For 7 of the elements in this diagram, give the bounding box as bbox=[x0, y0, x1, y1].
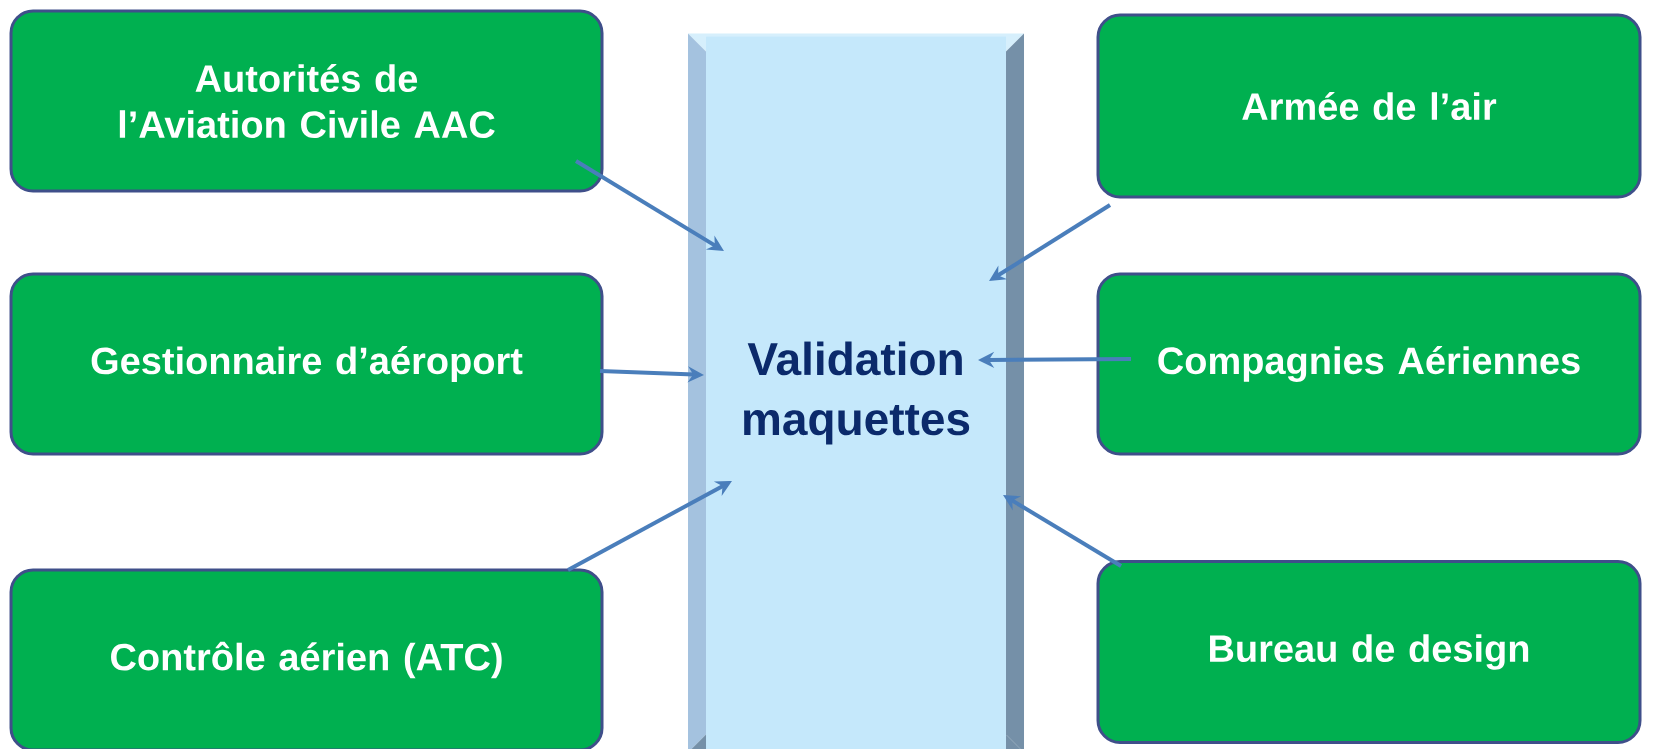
stakeholder-box: Armée de l’air bbox=[1096, 13, 1642, 199]
validation-panel: Validation maquettes bbox=[688, 33, 1024, 749]
stakeholder-box: Compagnies Aériennes bbox=[1096, 272, 1642, 456]
stakeholder-box: Bureau de design bbox=[1096, 560, 1642, 744]
stakeholder-box: Contrôle aérien (ATC) bbox=[9, 568, 604, 749]
stakeholder-box: Gestionnaire d’aéroport bbox=[9, 272, 604, 456]
stakeholder-box: Autorités de l’Aviation Civile AAC bbox=[9, 9, 604, 193]
